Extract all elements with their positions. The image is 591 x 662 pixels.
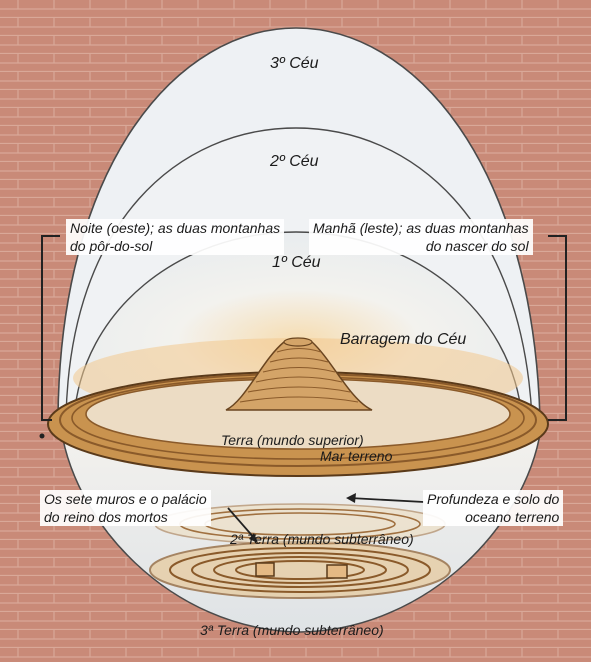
walls-label-line2: do reino dos mortos xyxy=(44,508,207,526)
walls-label: Os sete muros e o palácio do reino dos m… xyxy=(40,490,211,526)
first-heaven-label: 1º Céu xyxy=(272,254,321,272)
east-label-line1: Manhã (leste); as duas montanhas xyxy=(313,219,529,237)
dam-label: Barragem do Céu xyxy=(340,331,466,349)
palace-left xyxy=(256,563,274,576)
west-label: Noite (oeste); as duas montanhas do pôr-… xyxy=(66,219,284,255)
third-earth-rings xyxy=(150,542,450,598)
sea-label: Mar terreno xyxy=(320,447,392,465)
east-label: Manhã (leste); as duas montanhas do nasc… xyxy=(309,219,533,255)
second-earth-label: 2ª Terra (mundo subterrâneo) xyxy=(230,530,414,548)
third-earth-label: 3ª Terra (mundo subterrâneo) xyxy=(200,621,384,639)
east-label-line2: do nascer do sol xyxy=(313,237,529,255)
second-heaven-label: 2º Céu xyxy=(270,153,319,171)
west-label-line2: do pôr-do-sol xyxy=(70,237,280,255)
third-heaven-label: 3º Céu xyxy=(270,55,319,73)
depths-label-line1: Profundeza e solo do xyxy=(427,490,559,508)
walls-label-line1: Os sete muros e o palácio xyxy=(44,490,207,508)
palace-right xyxy=(327,565,347,578)
west-label-line1: Noite (oeste); as duas montanhas xyxy=(70,219,280,237)
depths-label: Profundeza e solo do oceano terreno xyxy=(423,490,563,526)
depths-label-line2: oceano terreno xyxy=(427,508,559,526)
